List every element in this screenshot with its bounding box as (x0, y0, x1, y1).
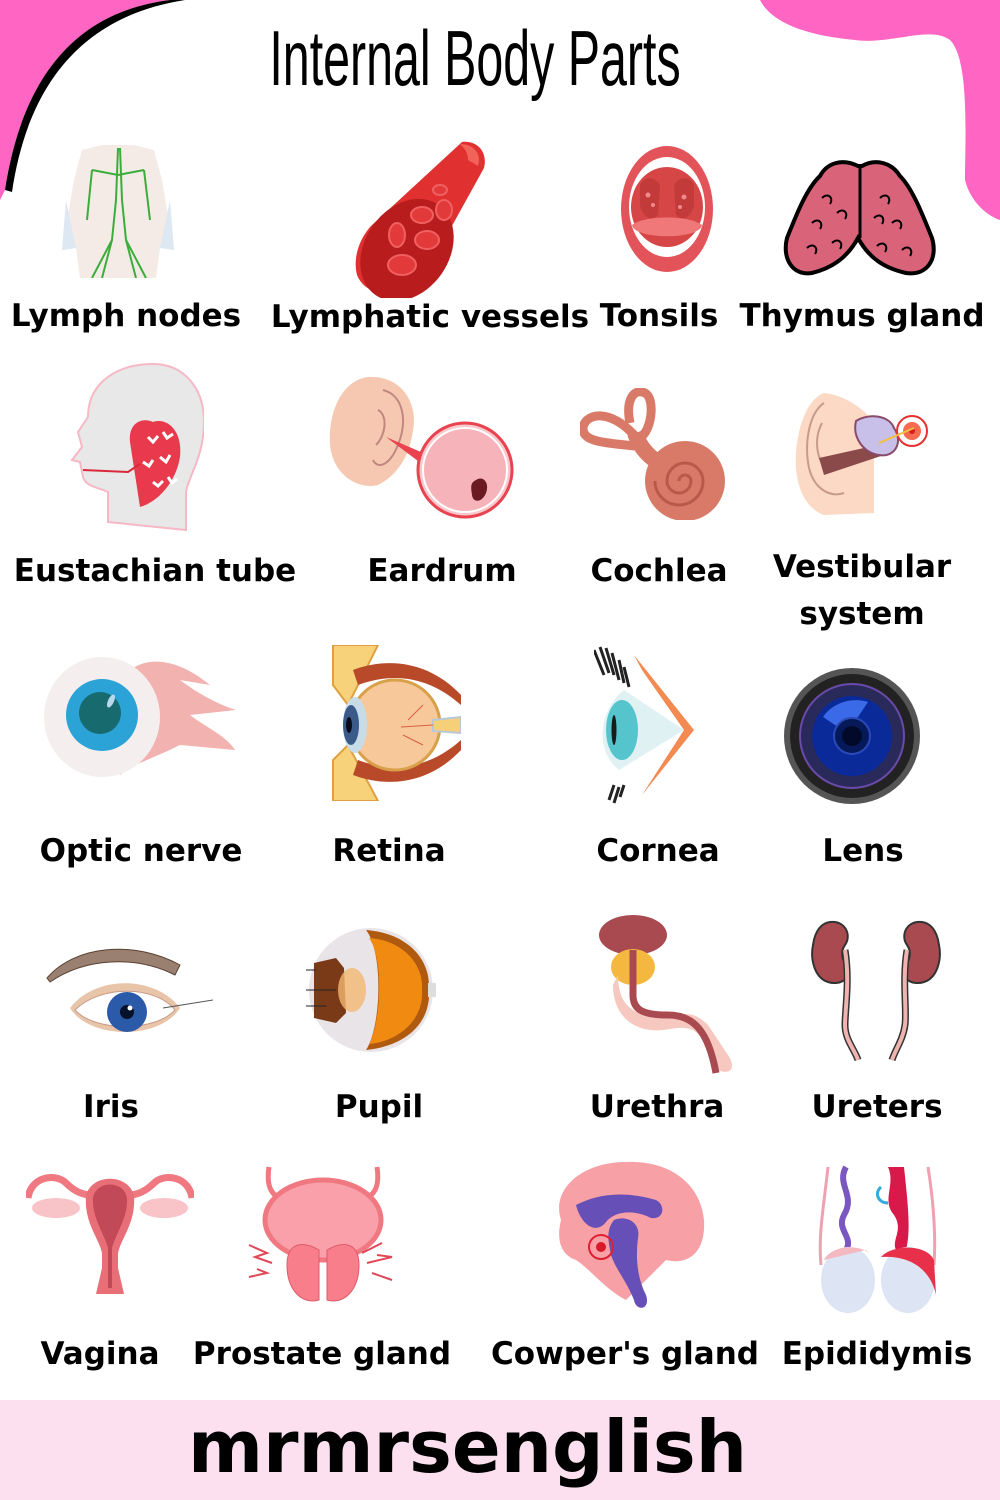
eye-side-view-illustration (594, 646, 694, 805)
item-label: Cowper's gland (491, 1336, 759, 1372)
kidneys-ureters-illustration (811, 920, 941, 1062)
page-title: Internal Body Parts (269, 14, 681, 102)
uterus-illustration (26, 1174, 194, 1294)
item-label: Tonsils (599, 298, 719, 334)
item-label: Epididymis (781, 1336, 973, 1372)
item-label: Cornea (596, 833, 720, 869)
eye-cross-section-illustration (332, 645, 461, 801)
item-label: Cochlea (590, 553, 728, 589)
inner-ear-illustration (795, 393, 928, 515)
item-label: Prostate gland (192, 1336, 452, 1372)
item-label: Iris (83, 1089, 139, 1125)
pink-corner-decoration (0, 0, 185, 200)
item-label-line-2: system (799, 596, 925, 632)
blood-vessel-illustration (355, 141, 485, 298)
brand-name: mrmrsenglish (187, 1405, 748, 1489)
item-label: Optic nerve (39, 833, 243, 869)
item-label: Pupil (334, 1089, 424, 1125)
lymph-nodes-body-illustration (62, 145, 174, 278)
thymus-gland-illustration (783, 160, 936, 276)
item-label: Thymus gland (739, 298, 985, 334)
item-label: Eardrum (367, 553, 517, 589)
camera-lens-illustration (784, 668, 920, 804)
item-label: Lymph nodes (10, 298, 242, 334)
head-profile-illustration (70, 362, 204, 532)
item-label: Vestibular (772, 549, 952, 585)
item-label: Urethra (589, 1089, 725, 1125)
urethra-illustration (599, 915, 733, 1074)
eyeball-nerve-illustration (44, 657, 236, 777)
item-label: Ureters (811, 1089, 943, 1125)
cochlea-illustration (580, 388, 725, 520)
item-label: Lens (822, 833, 904, 869)
item-label: Vagina (40, 1336, 160, 1372)
brain-section-illustration (559, 1161, 705, 1308)
eyeball-section-illustration (306, 928, 436, 1052)
item-label: Lymphatic vessels (270, 299, 590, 335)
open-mouth-tonsils-illustration (621, 146, 713, 272)
ear-eardrum-illustration (329, 376, 514, 519)
pink-blob-decoration (760, 0, 1000, 220)
item-label: Retina (332, 833, 446, 869)
footer-banner: mrmrsenglish (0, 1400, 1000, 1500)
item-label: Eustachian tube (13, 553, 297, 589)
prostate-illustration (248, 1166, 393, 1302)
testes-illustration (818, 1165, 937, 1313)
eye-with-eyebrow-illustration (46, 948, 213, 1032)
